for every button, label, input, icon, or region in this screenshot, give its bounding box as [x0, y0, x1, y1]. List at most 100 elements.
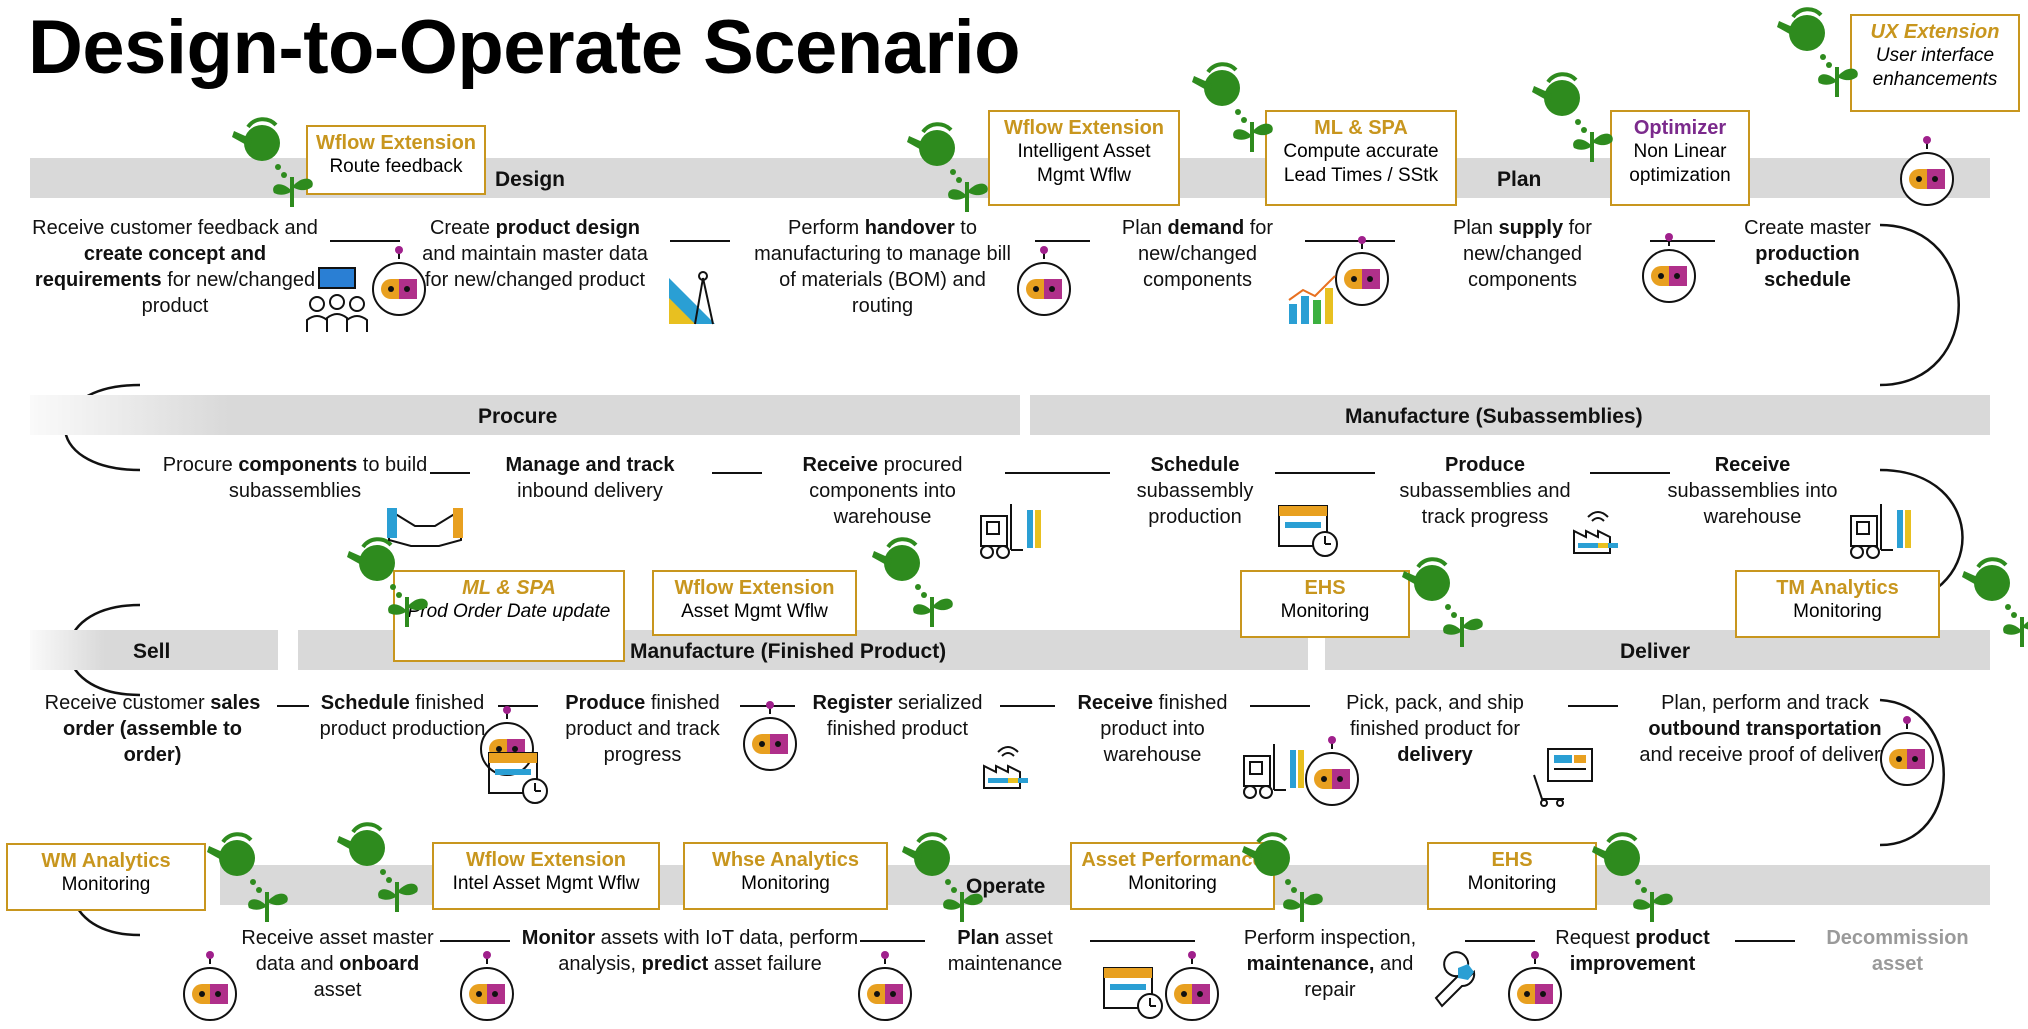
step-msub-1: Schedule subassembly production	[1136, 454, 1254, 528]
step-operate-5: Request product improvement	[1555, 927, 1710, 975]
watering-can-plant-icon	[1530, 70, 1620, 165]
watering-can-plant-icon	[335, 820, 425, 915]
robot-bot-icon	[1503, 950, 1567, 1024]
band-label-deliver: Deliver	[1620, 640, 1691, 663]
watering-can-plant-icon	[900, 830, 990, 925]
connector	[440, 940, 510, 942]
step-plan-1: Plan demand for new/changed components	[1121, 217, 1274, 291]
connector	[1090, 940, 1195, 942]
step-operate-2: Monitor assets with IoT data, perform an…	[521, 927, 859, 975]
connector	[1000, 705, 1055, 707]
step-sell-1: Receive customer sales order (assemble t…	[44, 692, 261, 766]
connector	[1465, 940, 1535, 942]
step-procure-2: Manage and track inbound delivery	[505, 454, 675, 502]
watering-can-plant-icon	[1190, 60, 1280, 155]
factory-signal-icon	[1570, 505, 1626, 557]
step-msub-3: Receive subassemblies into warehouse	[1667, 454, 1838, 528]
connector	[1035, 240, 1090, 242]
band-procure	[30, 395, 1020, 435]
watering-can-plant-icon	[1240, 830, 1330, 925]
watering-can-plant-icon	[1960, 555, 2028, 650]
factory-signal-icon	[980, 740, 1036, 792]
connector	[670, 240, 730, 242]
calendar-clock-icon	[485, 745, 551, 807]
connector	[430, 472, 470, 474]
step-operate-1: Receive asset master data and onboard as…	[241, 927, 434, 1001]
step-operate-6: Decommission asset	[1826, 927, 1969, 975]
calendar-clock-icon	[1275, 498, 1341, 560]
band-label-sell: Sell	[133, 640, 171, 663]
people-meeting-icon	[303, 262, 373, 334]
band-label-manufacture-sub: Manufacture (Subassemblies)	[1345, 405, 1643, 428]
connector	[1275, 472, 1375, 474]
forklift-icon	[975, 500, 1045, 562]
robot-bot-icon	[455, 950, 519, 1024]
robot-bot-icon	[1637, 232, 1701, 306]
forklift-icon	[1238, 740, 1308, 802]
step-procure-1: Procure components to build subassemblie…	[162, 454, 428, 502]
step-mfin-3: Register serialized finished product	[812, 692, 983, 740]
robot-bot-icon	[738, 700, 802, 774]
bar-chart-icon	[1285, 270, 1345, 325]
watering-can-plant-icon	[870, 535, 960, 630]
band-label-operate: Operate	[966, 875, 1046, 898]
step-mfin-4: Receive finished product into warehouse	[1077, 692, 1228, 766]
robot-bot-icon	[1895, 135, 1959, 209]
step-design-3: Perform handover to manufacturing to man…	[754, 217, 1011, 317]
robot-bot-icon	[367, 245, 431, 319]
wrench-hex-icon	[1428, 950, 1488, 1010]
calendar-clock-icon	[1100, 960, 1166, 1022]
connector	[860, 940, 925, 942]
page-title: Design-to-Operate Scenario	[28, 5, 1021, 90]
robot-bot-icon	[1012, 245, 1076, 319]
step-mfin-2: Produce finished product and track progr…	[565, 692, 720, 766]
connector	[498, 705, 538, 707]
forklift-icon	[1845, 500, 1915, 562]
robot-bot-icon	[178, 950, 242, 1024]
step-operate-4: Perform inspection, maintenance, and rep…	[1243, 927, 1417, 1001]
step-plan-2: Plan supply for new/changed components	[1453, 217, 1592, 291]
robot-bot-icon	[1300, 735, 1364, 809]
step-design-1: Receive customer feedback and create con…	[32, 217, 318, 317]
step-procure-3: Receive procured components into warehou…	[802, 454, 963, 528]
step-deliver-1: Pick, pack, and ship finished product fo…	[1346, 692, 1524, 766]
band-label-procure: Procure	[478, 405, 558, 428]
band-manufacture-sub	[1030, 395, 1990, 435]
step-plan-3: Create master production schedule	[1744, 217, 1871, 291]
band-label-manufacture-fin: Manufacture (Finished Product)	[630, 640, 947, 663]
robot-bot-icon	[853, 950, 917, 1024]
step-msub-2: Produce subassemblies and track progress	[1399, 454, 1571, 528]
connector	[1305, 240, 1395, 242]
watering-can-plant-icon	[905, 120, 995, 215]
watering-can-plant-icon	[345, 535, 435, 630]
connector	[1568, 705, 1618, 707]
handshake-icon	[385, 500, 465, 550]
connector	[1590, 472, 1670, 474]
connector	[330, 240, 400, 242]
step-operate-3: Plan asset maintenance	[947, 927, 1063, 975]
band-label-plan: Plan	[1497, 168, 1542, 191]
step-mfin-1: Schedule finished product production	[319, 692, 486, 740]
connector	[277, 705, 309, 707]
connector	[1250, 705, 1310, 707]
band-label-design: Design	[495, 168, 566, 191]
watering-can-plant-icon	[1400, 555, 1490, 650]
connector	[712, 472, 762, 474]
watering-can-plant-icon	[205, 830, 295, 925]
connector	[1005, 472, 1110, 474]
robot-bot-icon	[1875, 715, 1939, 789]
